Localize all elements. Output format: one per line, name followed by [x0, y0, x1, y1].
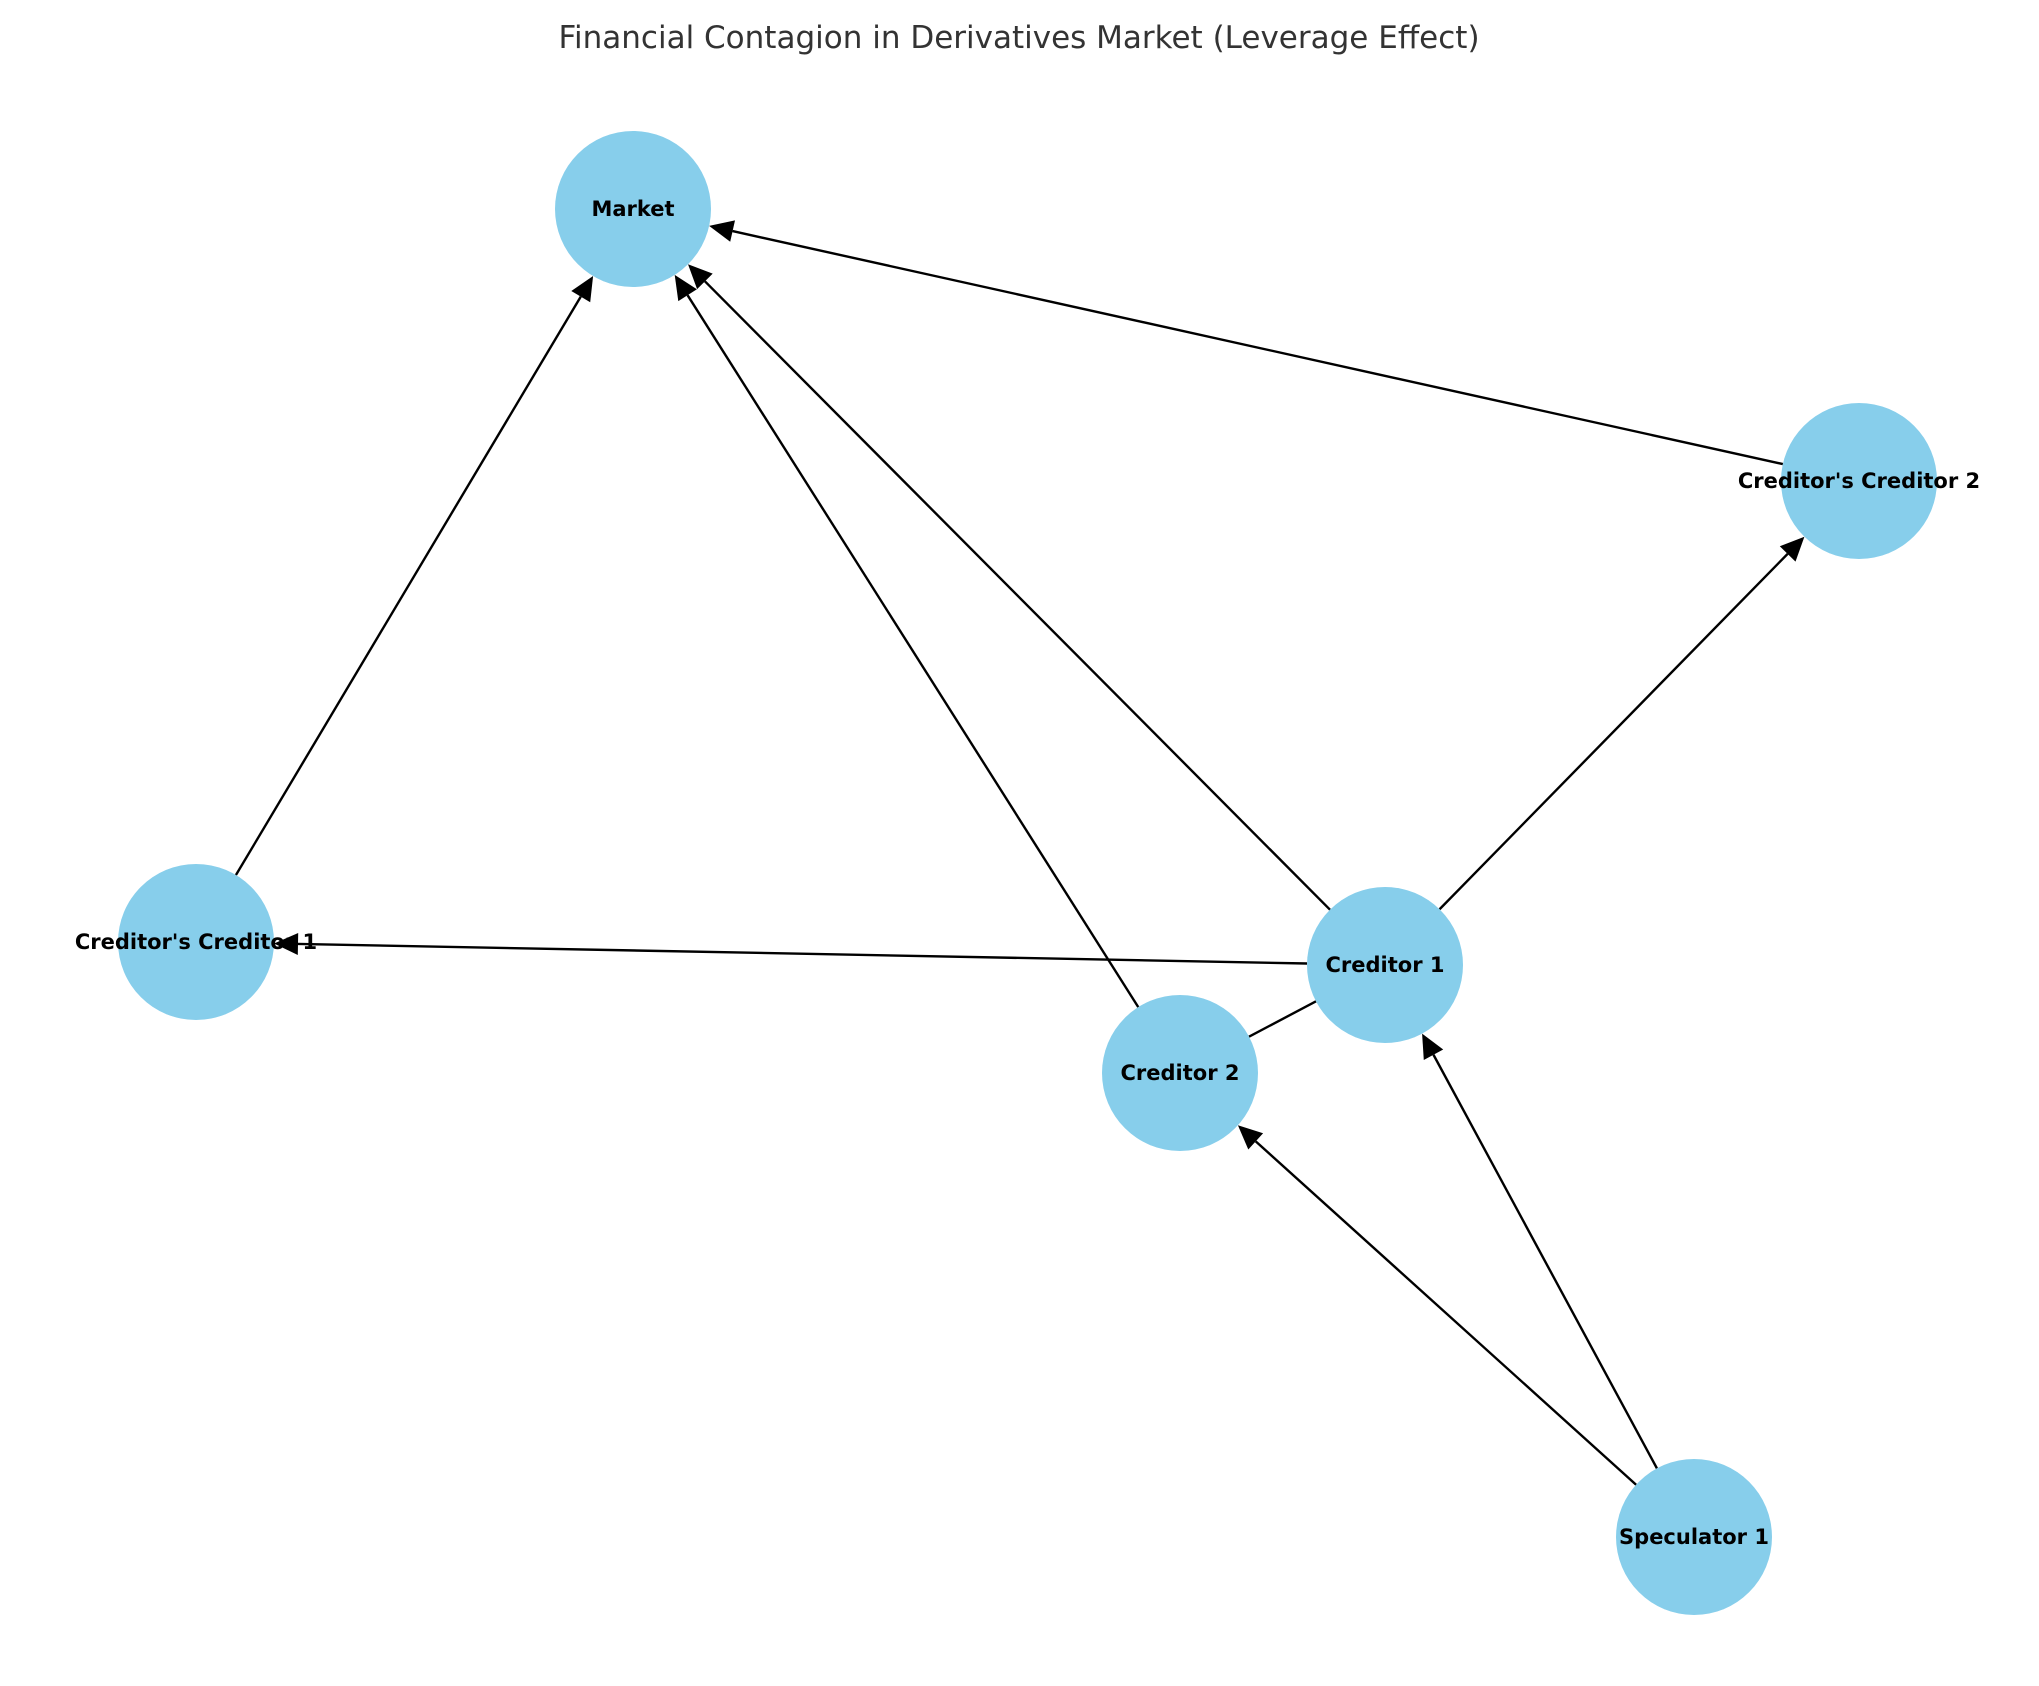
edge-creditor2-to-creditor1	[1248, 1000, 1317, 1038]
edge-creditor1-to-cc1	[274, 933, 1308, 965]
node-cc1	[118, 864, 274, 1020]
node-label-cc2: Creditor's Creditor 2	[1738, 469, 1980, 493]
edge-creditor1-to-cc2	[1438, 536, 1805, 911]
arrowhead-icon	[674, 274, 697, 302]
node-label-creditor2: Creditor 2	[1121, 1061, 1240, 1085]
diagram-title: Financial Contagion in Derivatives Marke…	[558, 20, 1479, 56]
edge-creditor2-to-market	[674, 274, 1140, 1008]
node-label-cc1: Creditor's Creditor 1	[75, 930, 317, 954]
arrowhead-icon	[1422, 1033, 1444, 1060]
node-cc2	[1781, 403, 1937, 559]
edge-line	[732, 229, 1784, 466]
node-creditor2	[1102, 995, 1258, 1151]
edges-layer	[234, 220, 1805, 1486]
node-speculator1	[1616, 1459, 1772, 1615]
edge-line	[297, 942, 1308, 965]
edge-line	[234, 295, 582, 876]
arrowhead-icon	[688, 264, 713, 290]
node-label-market: Market	[591, 197, 674, 221]
node-label-creditor1: Creditor 1	[1326, 953, 1445, 977]
edge-line	[1432, 1054, 1658, 1469]
edge-cc2-to-market	[709, 220, 1784, 466]
arrowhead-icon	[571, 276, 594, 303]
edge-line	[686, 294, 1140, 1008]
edge-creditor1-to-market	[688, 264, 1331, 911]
node-market	[555, 131, 711, 287]
node-creditor1	[1307, 887, 1463, 1043]
edge-line	[1254, 1140, 1637, 1486]
edge-speculator1-to-creditor2	[1237, 1125, 1637, 1486]
edge-cc1-to-market	[234, 276, 594, 876]
edge-speculator1-to-creditor1	[1422, 1033, 1658, 1469]
arrowhead-icon	[1237, 1125, 1264, 1150]
edge-line	[1248, 1000, 1317, 1038]
node-label-speculator1: Speculator 1	[1619, 1525, 1769, 1549]
arrowhead-icon	[1779, 536, 1805, 562]
arrowhead-icon	[274, 933, 299, 955]
arrowhead-icon	[709, 220, 735, 242]
edge-line	[1438, 553, 1789, 911]
edge-line	[704, 280, 1331, 911]
nodes-layer	[118, 131, 1937, 1615]
